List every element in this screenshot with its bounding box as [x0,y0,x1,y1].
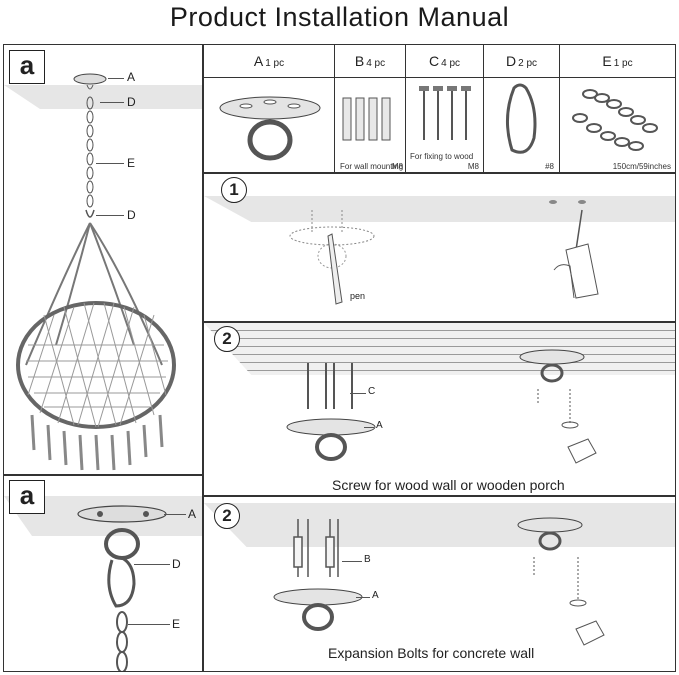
chain-icon [572,89,658,151]
page-title: Product Installation Manual [169,2,510,32]
step-number: 2 [214,326,240,352]
callout-c: C [368,386,376,397]
pen-label: pen [350,291,366,301]
expansion-bolt-install-illustration [273,517,605,646]
step-caption: Expansion Bolts for concrete wall [328,645,535,661]
part-note: For fixing to wood [410,152,474,161]
callout-b: B [364,554,371,565]
callout-d: D [172,557,181,571]
step-2-wood-panel: 2 C A Screw for wood wall or wooden porc… [203,322,676,496]
callout-a: A [372,590,379,601]
part-note: 150cm/59inches [612,162,671,171]
callout-d-lower: D [127,208,136,222]
ceiling [204,196,675,222]
part-note: #8 [545,162,554,171]
panel-tag: a [9,480,45,514]
carabiner-icon [505,83,537,154]
callout-a: A [188,507,197,521]
expansion-bolt-icon [342,97,391,141]
part-note: For wall mounting [340,162,404,171]
step-number: 1 [221,177,247,203]
callout-d: D [127,95,136,109]
callout-e: E [127,156,136,170]
ceiling [4,85,202,109]
callout-a: A [127,70,136,84]
panel-tag: a [9,50,45,84]
panel-a-full: a [3,44,203,475]
wood-screw-icon [419,86,471,140]
wood-screw-install-illustration [286,349,597,464]
step-number: 2 [214,503,240,529]
mount-detail-illustration [77,505,167,671]
ceiling [204,503,675,547]
part-note: M8 [467,162,479,171]
step-1-panel: 1 pen [203,173,676,322]
part-note: M8 [391,162,403,171]
hanging-chair-illustration [16,73,176,471]
wood-ceiling [204,323,675,375]
step-caption: Screw for wood wall or wooden porch [332,477,565,493]
callout-a: A [376,420,383,431]
mounting-plate-icon [219,96,321,161]
callout-e: E [172,617,181,631]
marking-holes-illustration [289,200,599,305]
step-2-concrete-panel: 2 B A Expansion Bolts for concrete wall [203,496,676,672]
panel-a-detail: a A D E [3,475,203,672]
